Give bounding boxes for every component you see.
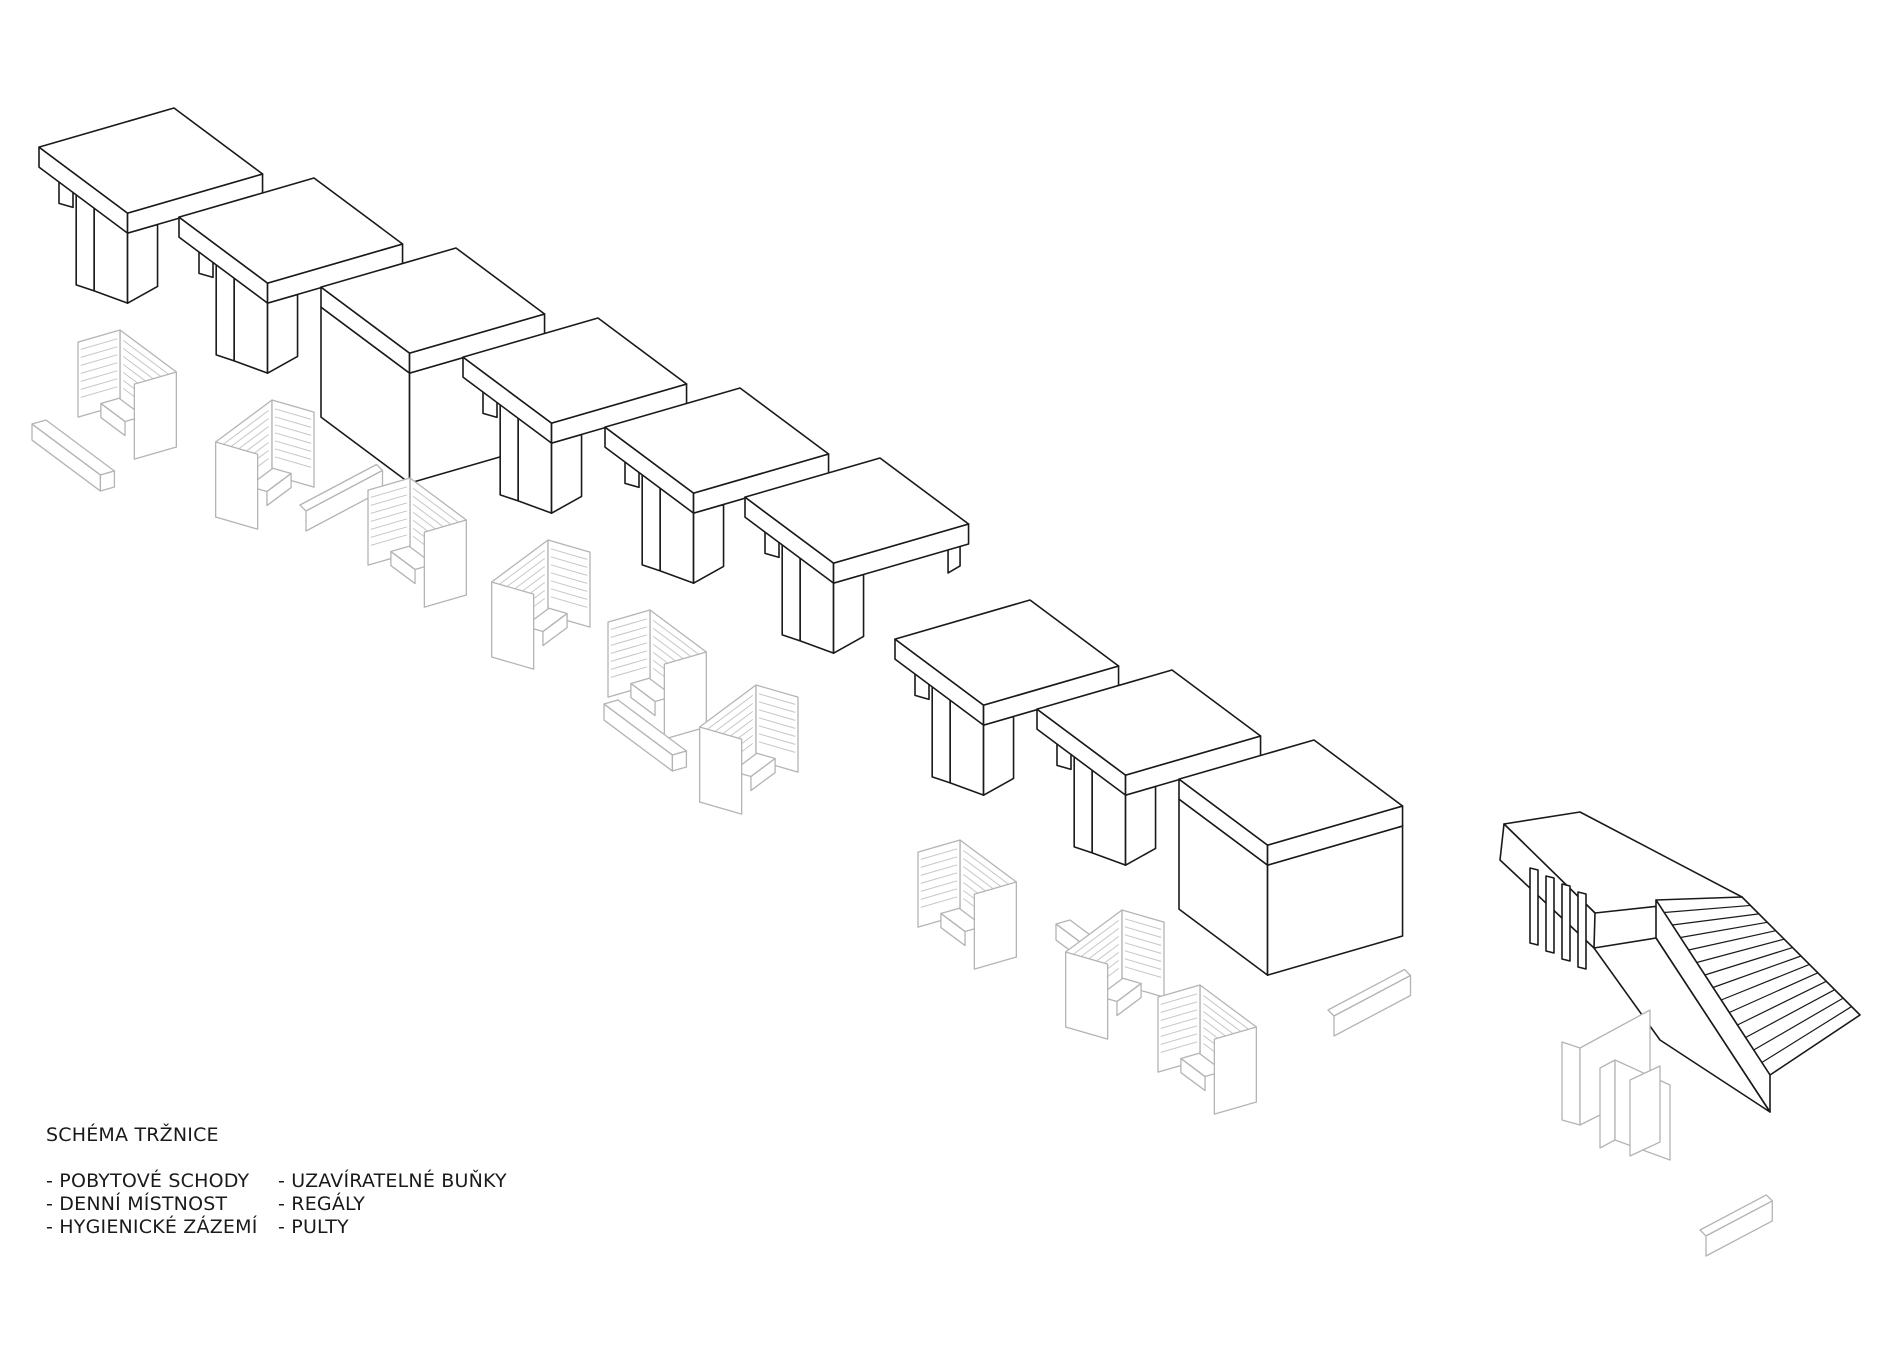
legend-column-right: - UZAVÍRATELNÉ BUŇKY - REGÁLY - PULTY — [278, 1170, 507, 1239]
counter-5 — [1327, 968, 1412, 1037]
legend-title: SCHÉMA TRŽNICE — [46, 1124, 219, 1146]
legend-item-regaly: - REGÁLY — [278, 1193, 366, 1215]
roof-module-5 — [604, 387, 830, 584]
booth-7 — [917, 839, 1017, 970]
legend-item-denni-mistnost: - DENNÍ MÍSTNOST — [46, 1193, 228, 1215]
roof-module-9 — [1178, 739, 1404, 976]
booth-6 — [699, 684, 799, 815]
roof-module-8 — [1036, 669, 1262, 866]
booth-9 — [1157, 984, 1257, 1115]
counter-1 — [31, 419, 116, 492]
booth-4 — [490, 539, 591, 670]
booth-3 — [367, 477, 468, 608]
roof-module-1 — [38, 107, 264, 304]
counter-6 — [1699, 1194, 1773, 1257]
legend-item-pulty: - PULTY — [278, 1216, 349, 1238]
sitting-stairs — [1499, 811, 1861, 1113]
hygiene-partitions — [1561, 1009, 1671, 1161]
legend-column-left: - POBYTOVÉ SCHODY - DENNÍ MÍSTNOST - HYG… — [46, 1170, 258, 1239]
roof-module-4 — [462, 317, 688, 514]
legend-item-pobytove-schody: - POBYTOVÉ SCHODY — [46, 1170, 250, 1192]
roof-module-7 — [894, 599, 1120, 796]
legend-item-uzaviratelne-bunky: - UZAVÍRATELNÉ BUŇKY — [278, 1170, 507, 1192]
booth-5 — [607, 609, 707, 740]
roof-module-6 — [744, 457, 970, 654]
booth-8 — [1065, 909, 1165, 1040]
booth-1 — [77, 329, 178, 460]
counter-3 — [603, 699, 688, 772]
legend-item-hygienicke-zazemi: - HYGIENICKÉ ZÁZEMÍ — [46, 1216, 258, 1238]
booth-2 — [214, 399, 315, 530]
